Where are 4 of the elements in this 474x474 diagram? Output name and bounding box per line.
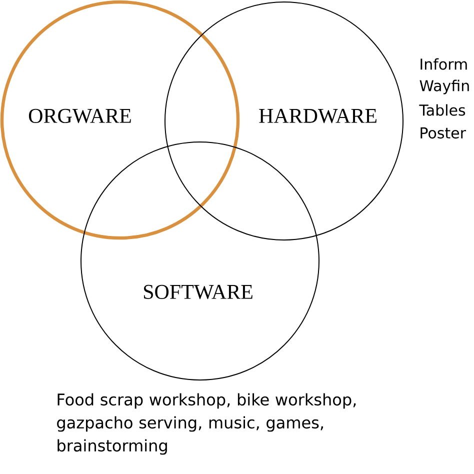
list-item: Tables (419, 104, 466, 116)
list-item: Inform (420, 58, 467, 70)
list-item: Poster (420, 127, 466, 139)
list-item: Wayfin (420, 80, 469, 94)
